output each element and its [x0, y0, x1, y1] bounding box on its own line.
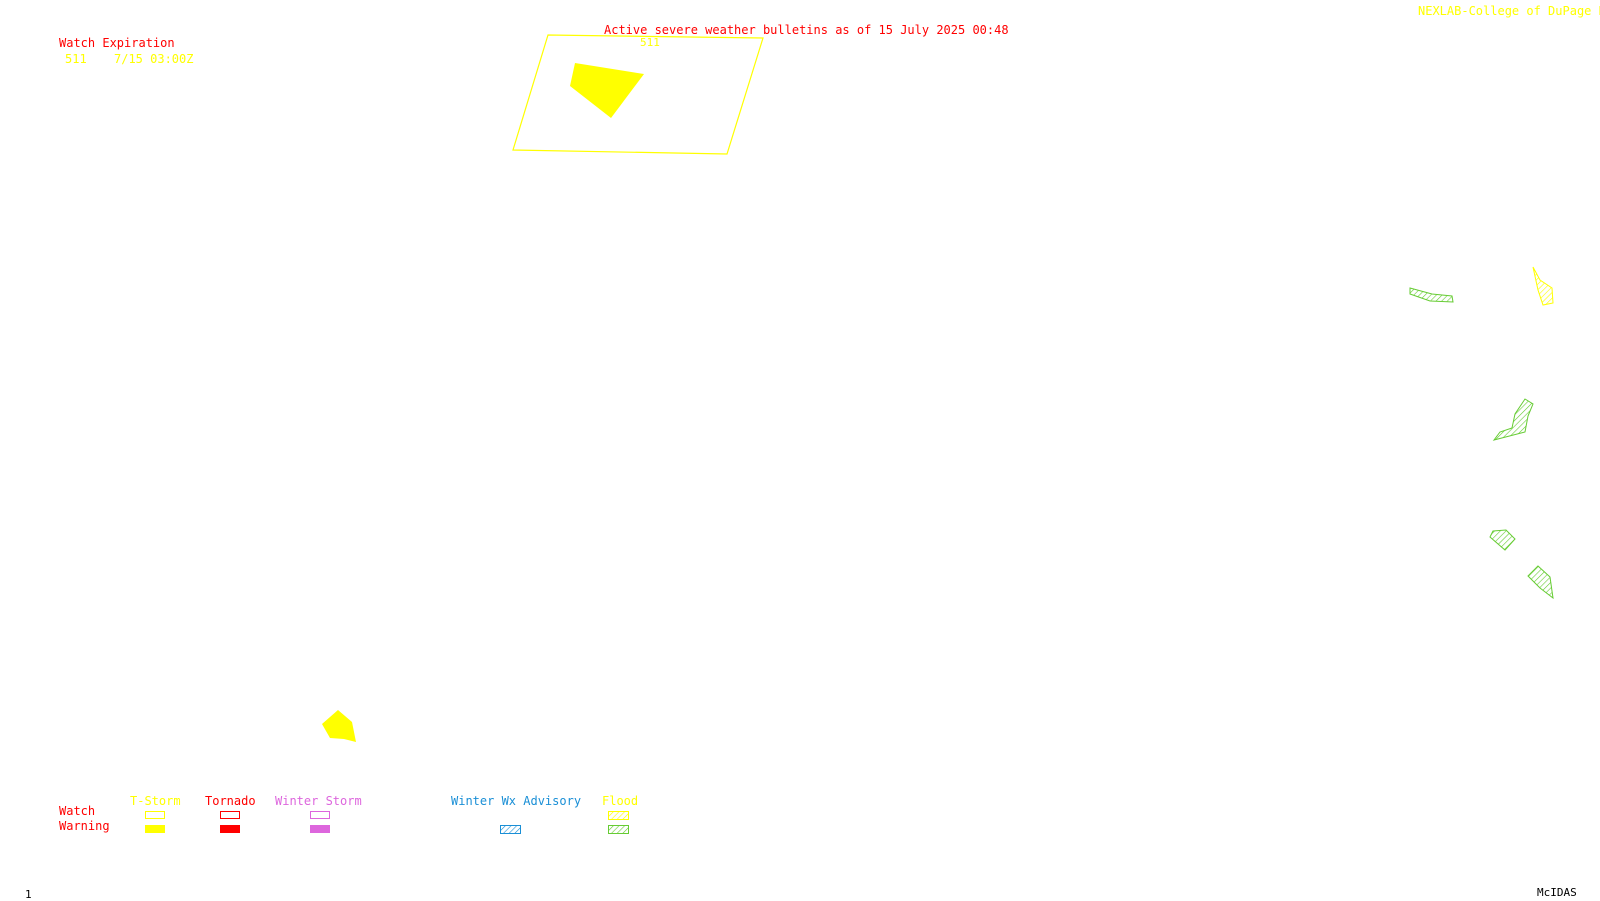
- frame-number: 1: [25, 888, 32, 901]
- tstorm-watch-511-outline: [512, 34, 764, 155]
- watch-511-label: 511: [640, 36, 660, 49]
- flood-warning-polygon: [1527, 565, 1554, 600]
- source-credit: NEXLAB-College of DuPage R: [1418, 4, 1600, 18]
- watch-expiration-time: 7/15 03:00Z: [114, 52, 194, 66]
- legend-swatch-winter-storm-warning: [310, 825, 330, 833]
- tstorm-warning-polygon: [322, 710, 356, 742]
- legend-row-warning: Warning: [59, 819, 110, 833]
- tstorm-warning-polygon: [570, 63, 644, 118]
- legend-category-tornado: Tornado: [205, 794, 256, 808]
- legend-swatch-winter-storm-watch: [310, 811, 330, 819]
- legend-category-winter-storm: Winter Storm: [275, 794, 362, 808]
- legend-category-winter-wx-advisory: Winter Wx Advisory: [451, 794, 582, 808]
- flood-warning-polygon: [1489, 529, 1516, 551]
- legend-swatch-tstorm-watch: [145, 811, 165, 819]
- legend-category-tstorm: T-Storm: [130, 794, 181, 808]
- flood-warning-polygon: [1492, 398, 1534, 441]
- legend-category-flood: Flood: [602, 794, 639, 808]
- watch-expiration-heading: Watch Expiration: [59, 36, 175, 50]
- legend-swatch-tornado-watch: [220, 811, 240, 819]
- legend-row-watch: Watch: [59, 804, 96, 818]
- flood-watch-polygon: [1532, 266, 1554, 306]
- software-credit: McIDAS: [1537, 886, 1577, 899]
- legend-swatch-flood-warning: [608, 825, 629, 834]
- legend-swatch-winter-wx-advisory: [500, 825, 521, 834]
- legend-swatch-tstorm-warning: [145, 825, 165, 833]
- watch-expiration-number: 511: [65, 52, 87, 66]
- legend-swatch-tornado-warning: [220, 825, 240, 833]
- page-title: Active severe weather bulletins as of 15…: [604, 23, 1009, 37]
- legend-swatch-flood-watch: [608, 811, 629, 820]
- flood-warning-polygon: [1409, 287, 1454, 303]
